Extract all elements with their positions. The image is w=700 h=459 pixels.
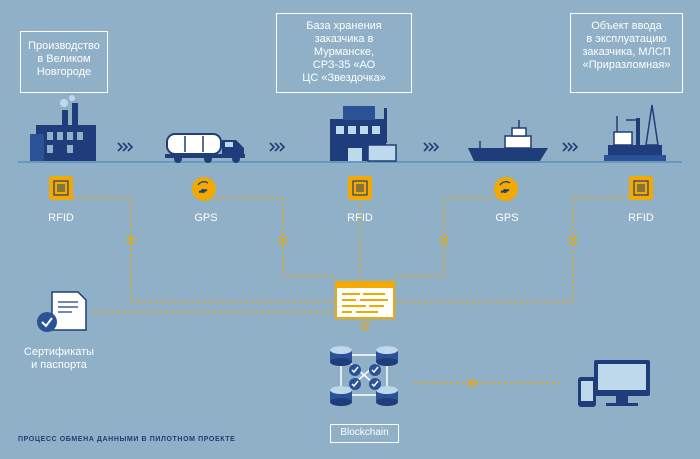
gps-label: GPS bbox=[495, 212, 519, 224]
gps-satellite-icon bbox=[494, 177, 518, 201]
check-badge-icon bbox=[349, 364, 381, 390]
tanker-truck-icon bbox=[165, 133, 245, 163]
rfid-icon bbox=[49, 176, 73, 200]
rfid-icon bbox=[629, 176, 653, 200]
rfid-icon bbox=[348, 176, 372, 200]
factory-icon bbox=[30, 95, 96, 161]
database-icon bbox=[376, 346, 398, 366]
gps-label: GPS bbox=[194, 212, 218, 224]
storage-base-icon bbox=[330, 106, 397, 162]
data-document-icon bbox=[335, 281, 395, 319]
storage-label: База хранения заказчика в Мурманске, СРЗ… bbox=[276, 13, 412, 93]
flow-chevrons bbox=[117, 142, 579, 152]
blockchain-label: Blockchain bbox=[330, 424, 399, 443]
monitor-phone-icon bbox=[578, 360, 650, 407]
certificate-icon bbox=[37, 291, 87, 332]
down-chevrons bbox=[126, 235, 578, 388]
database-icon bbox=[376, 386, 398, 406]
production-label: Производство в Великом Новгороде bbox=[20, 31, 108, 93]
icebreaker-ship-icon bbox=[468, 120, 548, 161]
offshore-platform-icon bbox=[604, 104, 666, 161]
rfid-label: RFID bbox=[628, 212, 654, 224]
database-icon bbox=[330, 386, 352, 406]
database-icon bbox=[330, 346, 352, 366]
footer-caption: ПРОЦЕСС ОБМЕНА ДАННЫМИ В ПИЛОТНОМ ПРОЕКТ… bbox=[18, 436, 236, 443]
chevron-icon bbox=[117, 142, 124, 152]
commissioning-label: Объект ввода в эксплуатацию заказчика, М… bbox=[570, 13, 683, 93]
blockchain-network-icon bbox=[330, 346, 398, 406]
certificates-label: Сертификаты и паспорта bbox=[23, 346, 95, 371]
rfid-label: RFID bbox=[48, 212, 74, 224]
rfid-label: RFID bbox=[347, 212, 373, 224]
gps-satellite-icon bbox=[192, 177, 216, 201]
